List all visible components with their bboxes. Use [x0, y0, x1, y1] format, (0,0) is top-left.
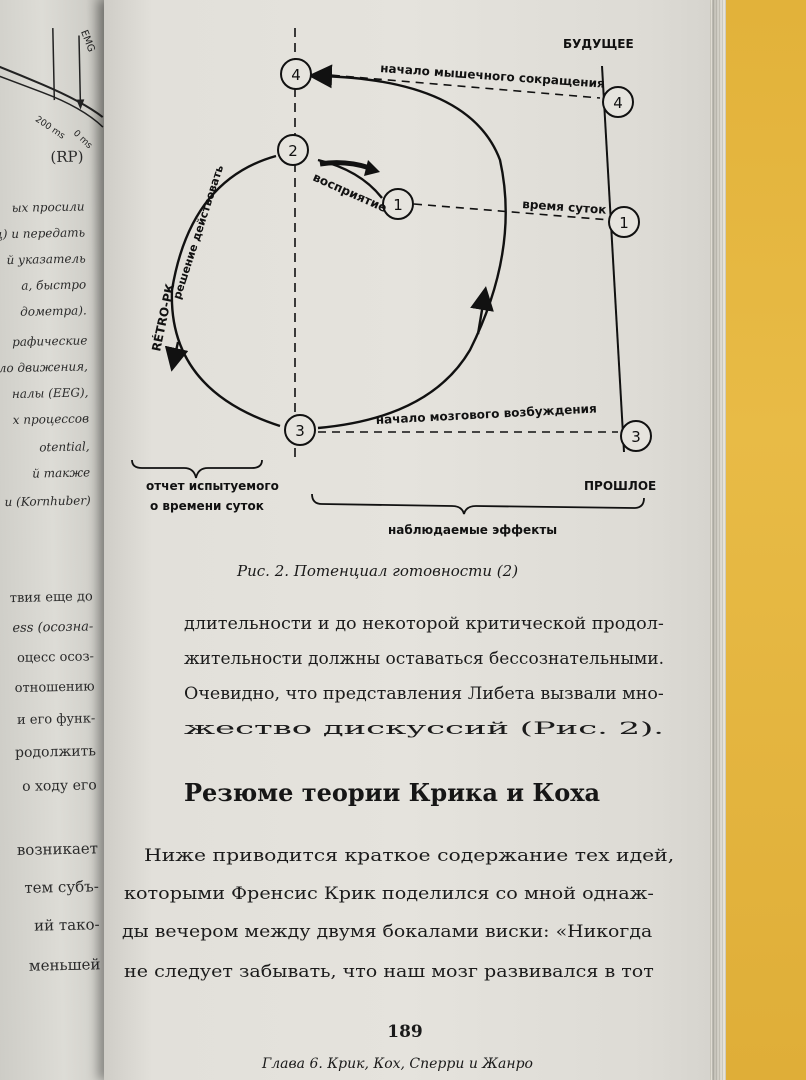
svg-text:4: 4 — [291, 66, 301, 84]
label-report-1: отчет испытуемого — [146, 479, 279, 493]
label-report-2: о времени суток — [150, 499, 264, 513]
svg-text:3: 3 — [295, 422, 305, 440]
muscle-line — [317, 73, 601, 99]
svg-text:4: 4 — [613, 94, 623, 112]
label-decision: решение действовать — [170, 163, 226, 300]
label-future: БУДУЩЕЕ — [563, 37, 634, 51]
node-3-right: 3 — [620, 420, 652, 452]
loop-2-to-3 — [170, 154, 281, 428]
svg-text:3: 3 — [631, 428, 641, 446]
paragraph-line: которыми Френсис Крик поделился со мной … — [124, 884, 654, 904]
node-1-center: 1 — [382, 188, 414, 220]
svg-text:1: 1 — [619, 214, 629, 232]
svg-text:2: 2 — [288, 142, 298, 160]
paragraph-line: жество дискуссий (Рис. 2). — [184, 719, 665, 739]
paragraph-line: Ниже приводится краткое содержание тех и… — [144, 846, 675, 866]
left-page-diagram: EMG 200 ms 0 ms — [0, 28, 104, 151]
left-line: оцесс осоз- — [16, 649, 95, 666]
page-number: 189 — [387, 1022, 423, 1042]
loop-arrow — [470, 286, 494, 335]
paragraph-line: ды вечером между двумя бокалами виски: «… — [122, 922, 653, 942]
effects-bracket — [311, 493, 645, 515]
left-line: меньшей — [28, 955, 101, 975]
node-4-left: 4 — [280, 58, 312, 90]
left-line: возникает — [16, 839, 99, 859]
left-line: и его функ- — [16, 711, 96, 728]
timeline-axis — [601, 65, 625, 453]
node-4-right: 4 — [602, 86, 634, 118]
label-effects: наблюдаемые эффекты — [388, 523, 557, 537]
report-bracket — [131, 459, 263, 479]
decision-arrow — [164, 341, 189, 372]
label-past: ПРОШЛОЕ — [584, 479, 656, 493]
perception-arrow — [319, 160, 371, 171]
svg-text:1: 1 — [393, 196, 403, 214]
node-3-left: 3 — [284, 414, 316, 446]
figure-caption: Рис. 2. Потенциал готовности (2) — [237, 562, 519, 580]
paragraph-line: не следует забывать, что наш мозг развив… — [124, 962, 654, 982]
loop-3-to-4 — [308, 64, 507, 430]
section-heading: Резюме теории Крика и Коха — [184, 778, 601, 807]
shadow — [712, 0, 724, 1080]
paragraph-line: жительности должны оставаться бессознате… — [184, 649, 665, 669]
time-line — [413, 203, 611, 221]
left-line: твия еще до — [9, 589, 93, 607]
paragraph-line: длительности и до некоторой критической … — [184, 614, 664, 634]
running-footer: Глава 6. Крик, Кох, Сперри и Жанро — [262, 1056, 533, 1072]
left-line: родолжить — [14, 743, 97, 762]
label-muscle: начало мышечного сокращения — [380, 61, 605, 91]
readiness-potential-figure: 4 2 1 3 4 1 3 БУДУЩЕЕ начало мышечного с… — [131, 28, 656, 537]
left-page: EMG 200 ms 0 ms (RP) ых просили лец) и п… — [0, 0, 132, 1080]
yellow-sheet — [718, 0, 806, 1080]
left-line: ess (осозна- — [12, 619, 94, 637]
left-line: о ходу его — [21, 777, 97, 795]
label-time: время суток — [522, 197, 607, 217]
left-line: ий тако- — [33, 915, 100, 935]
left-line: тем субъ- — [24, 877, 99, 897]
paragraph-line: Очевидно, что представления Либета вызва… — [184, 684, 664, 704]
node-1-right: 1 — [608, 206, 640, 238]
left-line: отношению — [14, 679, 95, 697]
node-2: 2 — [277, 134, 309, 166]
